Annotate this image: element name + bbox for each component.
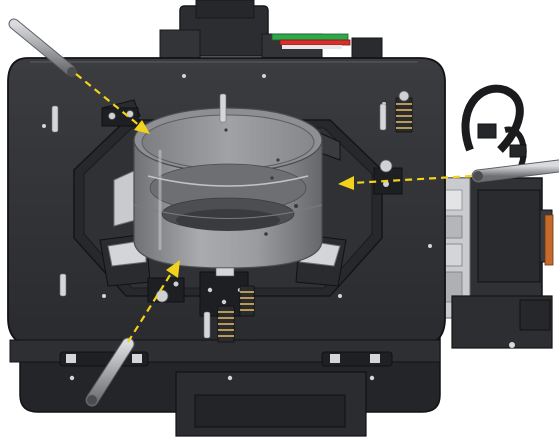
coil-springs (217, 90, 413, 343)
top-motor-block (159, 0, 323, 59)
top-left-clamp-block (101, 99, 141, 127)
bottom-left-locating-rod (85, 337, 135, 407)
top-left-locating-rod (8, 18, 77, 77)
top-left-pin-arrow (75, 73, 150, 134)
locating-ring (133, 107, 323, 269)
right-side-actuator (429, 84, 554, 349)
dowel-pins (51, 93, 387, 339)
right-locating-rod (471, 159, 559, 183)
right-pin-arrow (338, 174, 473, 190)
bottom-left-pin-arrow (127, 260, 180, 343)
bottom-clamp-block (147, 277, 185, 303)
